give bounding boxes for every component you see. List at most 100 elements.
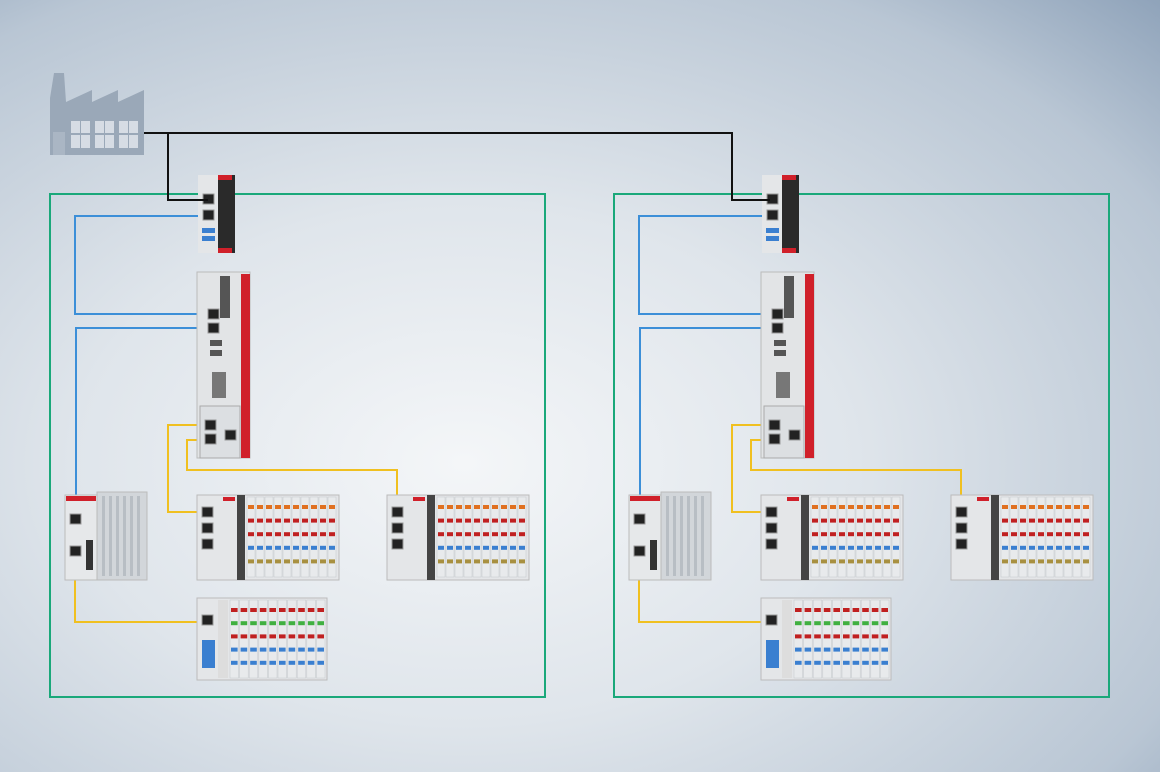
io-terminal bbox=[1054, 496, 1064, 578]
io-terminal bbox=[1036, 496, 1046, 578]
io-terminal bbox=[837, 496, 847, 578]
io-terminal bbox=[864, 496, 874, 578]
io-terminal bbox=[870, 599, 880, 679]
io-terminal bbox=[436, 496, 446, 578]
io-terminal bbox=[316, 599, 326, 679]
ethernet-port-icon bbox=[765, 614, 778, 626]
io-terminal bbox=[481, 496, 491, 578]
ethernet-port-icon bbox=[201, 538, 214, 550]
io-terminal bbox=[812, 599, 823, 679]
ethernet-port-icon bbox=[224, 429, 237, 441]
io-terminal bbox=[282, 496, 292, 578]
ethernet-port-icon bbox=[202, 209, 215, 221]
ethernet-cable bbox=[74, 215, 218, 315]
zone-right bbox=[613, 175, 1110, 698]
io-terminal bbox=[300, 496, 310, 578]
ethernet-port-icon bbox=[391, 522, 404, 534]
io-terminal bbox=[490, 496, 500, 578]
ethernet-port-icon bbox=[766, 209, 779, 221]
ethernet-port-icon bbox=[765, 506, 778, 518]
ethernet-port-icon bbox=[204, 433, 217, 445]
io-terminal bbox=[828, 496, 838, 578]
io-terminal bbox=[273, 496, 283, 578]
ethernet-port-icon bbox=[391, 538, 404, 550]
embedded-controller bbox=[64, 491, 148, 581]
io-terminal bbox=[1045, 496, 1055, 578]
io-terminal bbox=[1009, 496, 1019, 578]
io-terminal bbox=[803, 599, 813, 679]
io-terminal bbox=[882, 496, 892, 578]
io-terminal bbox=[508, 496, 518, 578]
io-terminal bbox=[822, 599, 832, 679]
industrial-pc bbox=[760, 271, 815, 459]
ethernet-port-icon bbox=[955, 538, 968, 550]
ethernet-port-icon bbox=[204, 419, 217, 431]
fieldbus-cable bbox=[731, 424, 774, 513]
io-terminal bbox=[841, 599, 851, 679]
ethernet-port-icon bbox=[69, 545, 82, 557]
io-terminal bbox=[860, 599, 871, 679]
io-terminal bbox=[873, 496, 883, 578]
io-terminal bbox=[246, 496, 256, 578]
io-terminal bbox=[268, 599, 278, 679]
io-terminal bbox=[846, 496, 856, 578]
io-terminal bbox=[248, 599, 259, 679]
backbone-cable-branch bbox=[167, 133, 208, 201]
io-terminal bbox=[306, 599, 316, 679]
io-terminal bbox=[851, 599, 861, 679]
ethernet-port-icon bbox=[69, 513, 82, 525]
ethernet-port-icon bbox=[771, 308, 784, 320]
ethernet-port-icon bbox=[633, 513, 646, 525]
ethernet-port-icon bbox=[391, 506, 404, 518]
io-terminal bbox=[309, 496, 319, 578]
backbone-cable bbox=[144, 132, 770, 201]
io-terminal bbox=[239, 599, 249, 679]
ethernet-port-icon bbox=[788, 429, 801, 441]
io-terminal bbox=[1018, 496, 1028, 578]
io-terminal bbox=[445, 496, 455, 578]
zone-border bbox=[613, 193, 1110, 698]
io-terminal bbox=[327, 496, 337, 578]
io-terminal bbox=[454, 496, 464, 578]
io-terminal bbox=[810, 496, 820, 578]
zone-border bbox=[49, 193, 546, 698]
io-terminal bbox=[296, 599, 307, 679]
zone-left bbox=[49, 175, 546, 698]
io-terminal bbox=[277, 599, 287, 679]
io-terminal bbox=[1063, 496, 1073, 578]
bus-coupler bbox=[760, 597, 892, 681]
ethernet-switch bbox=[198, 175, 235, 253]
ethernet-cable bbox=[75, 327, 218, 520]
ethernet-port-icon bbox=[207, 308, 220, 320]
factory-icon bbox=[50, 73, 144, 155]
ethercat-coupler bbox=[196, 494, 340, 581]
ethercat-coupler bbox=[386, 494, 530, 581]
ethernet-port-icon bbox=[765, 522, 778, 534]
ethernet-cable bbox=[638, 215, 782, 315]
io-terminal bbox=[1072, 496, 1082, 578]
ethernet-port-icon bbox=[201, 614, 214, 626]
io-terminal bbox=[229, 599, 239, 679]
ethercat-coupler bbox=[950, 494, 1094, 581]
ethernet-switch bbox=[762, 175, 799, 253]
ethercat-coupler bbox=[760, 494, 904, 581]
io-terminal bbox=[463, 496, 473, 578]
ethernet-port-icon bbox=[771, 322, 784, 334]
io-terminal bbox=[318, 496, 328, 578]
io-terminal bbox=[891, 496, 901, 578]
ethernet-port-icon bbox=[955, 522, 968, 534]
ethernet-port-icon bbox=[633, 545, 646, 557]
ethernet-port-icon bbox=[768, 419, 781, 431]
ethernet-cable bbox=[639, 327, 782, 520]
io-terminal bbox=[855, 496, 865, 578]
io-terminal bbox=[832, 599, 842, 679]
ethernet-port-icon bbox=[765, 538, 778, 550]
embedded-controller bbox=[628, 491, 712, 581]
io-terminal bbox=[264, 496, 274, 578]
io-terminal bbox=[499, 496, 509, 578]
ethernet-port-icon bbox=[768, 433, 781, 445]
ethernet-port-icon bbox=[201, 506, 214, 518]
io-terminal bbox=[793, 599, 803, 679]
fieldbus-cable bbox=[167, 424, 210, 513]
io-terminal bbox=[880, 599, 890, 679]
